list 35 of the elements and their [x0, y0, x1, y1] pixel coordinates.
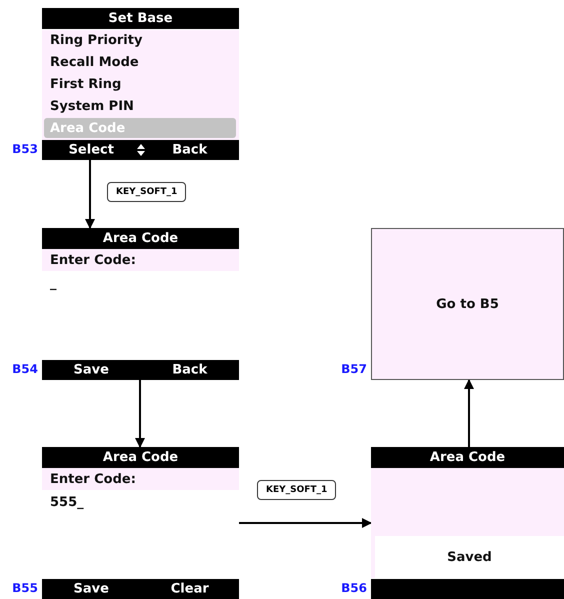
- entry-prompt: Enter Code:: [50, 252, 136, 268]
- status-message: Saved: [447, 550, 492, 564]
- key-label: KEY_SOFT_1: [107, 182, 186, 202]
- screen-id-label: B57: [341, 362, 367, 376]
- entry-value: 555_: [50, 494, 84, 510]
- screen-id-label: B55: [12, 581, 38, 595]
- soft-key-label: Select: [68, 142, 114, 158]
- soft-key-label: Back: [172, 142, 208, 158]
- arrow: [85, 160, 95, 229]
- soft-key-label: Clear: [170, 582, 209, 596]
- menu-item: Ring Priority: [49, 32, 144, 50]
- arrow: [239, 518, 372, 528]
- goto-text: Go to B5: [436, 296, 499, 312]
- screen-title: Area Code: [42, 447, 239, 468]
- screen-title: Set Base: [42, 8, 239, 29]
- phone-screen: [42, 8, 239, 160]
- phone-screen: [371, 447, 564, 599]
- reference-screen: [371, 228, 564, 380]
- menu-item: First Ring: [49, 76, 122, 94]
- key-label: KEY_SOFT_1: [257, 480, 336, 500]
- screen-id-label: B53: [12, 142, 38, 156]
- screen-id-label: B56: [341, 581, 367, 595]
- screen-title: Area Code: [42, 228, 239, 249]
- menu-item: System PIN: [49, 98, 135, 116]
- arrow: [464, 379, 474, 447]
- arrow: [135, 380, 145, 448]
- entry-value: _: [50, 276, 56, 290]
- soft-key-label: Back: [172, 362, 208, 378]
- entry-prompt: Enter Code:: [50, 472, 136, 486]
- soft-key-label: Save: [74, 362, 109, 378]
- screen-title: Area Code: [371, 447, 564, 468]
- screen-id-label: B54: [12, 362, 38, 376]
- soft-key-label: Save: [74, 582, 109, 596]
- selected-menu-item: Area Code: [44, 118, 236, 138]
- menu-item: Recall Mode: [49, 54, 140, 72]
